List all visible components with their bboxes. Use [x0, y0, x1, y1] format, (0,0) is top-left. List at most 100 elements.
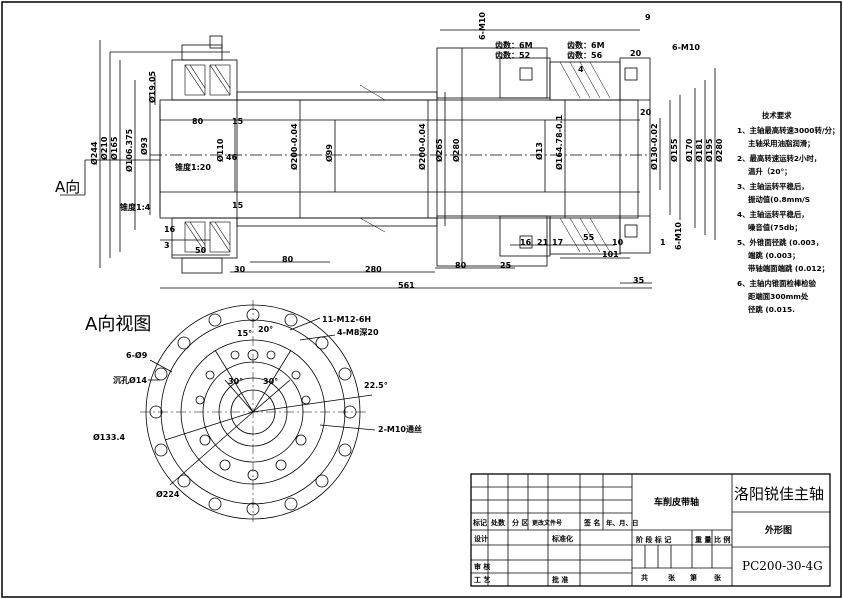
sheets-total-prefix: 共: [641, 573, 648, 582]
col-change-doc: 更改文件号: [532, 519, 562, 527]
side-view-labels: A向 锥度1:20 锥度1:4 齿数：6M 齿数：52 齿数：6M 齿数：56 …: [55, 12, 724, 290]
tech-req-line: 噪音值(75db；: [748, 223, 802, 233]
tech-req-line: 径跳 (0.015.: [748, 305, 795, 314]
a-view-circles: [140, 300, 376, 522]
tech-req-line: 带轴端面端跳 (0.012；: [748, 264, 829, 274]
len-80-top: 80: [192, 117, 204, 126]
len-15-a: 15: [232, 117, 244, 126]
thread-11m12-label: 11-M12-6H: [322, 315, 371, 324]
len-30: 30: [234, 265, 246, 274]
angle-15-label: 15°: [237, 329, 252, 338]
dia-280-a: Ø280: [451, 138, 461, 162]
len-16: 16: [164, 225, 176, 234]
tech-req-line: 2、最高转速运转2小时，: [737, 154, 821, 163]
review-label: 审 核: [474, 562, 490, 571]
dia-195: Ø195: [704, 138, 714, 162]
design-label: 设计: [474, 534, 488, 543]
stage-mark-label: 阶 段 标 记: [636, 535, 671, 544]
dia-165: Ø165: [109, 136, 119, 160]
len-3: 3: [164, 241, 170, 250]
a-view-labels: 15° 20° 11-M12-6H 4-M8深20 6-Ø9 沉孔Ø14 30°…: [93, 315, 422, 499]
len-25: 25: [500, 261, 512, 270]
dia-110: Ø110: [215, 138, 225, 162]
dim-46: 46: [226, 153, 238, 162]
col-mark: 标记: [472, 518, 487, 527]
thread-6m10-bottom: 6-M10: [674, 222, 683, 250]
company-name: 洛阳锐佳主轴: [734, 485, 824, 503]
dia-133-label: Ø133.4: [93, 432, 126, 442]
dia-99: Ø99: [324, 144, 334, 162]
a-view-title: A向视图: [85, 314, 151, 335]
sheet-no-suffix: 张: [714, 573, 722, 582]
dia-280-b: Ø280: [714, 138, 724, 162]
process-label: 工 艺: [474, 575, 490, 584]
angle-30-left: 30°: [228, 377, 243, 386]
dia-224-label: Ø224: [156, 489, 180, 499]
dia-170: Ø170: [684, 138, 694, 162]
len-16-b: 16: [520, 238, 532, 247]
dia-93: Ø93: [139, 137, 149, 155]
dia-265: Ø265: [434, 138, 444, 162]
len-10: 10: [612, 238, 624, 247]
technical-requirements: 技术要求 1、主轴最高转速3000转/分； 主轴采用油脂润滑； 2、最高转速运转…: [737, 111, 839, 314]
dia-130: Ø130-0.02: [649, 123, 659, 170]
thread-6m10-right: 6-M10: [672, 43, 700, 52]
gear1-teeth-module: 齿数：6M: [495, 40, 533, 50]
tech-req-line: 主轴采用油脂润滑；: [748, 139, 815, 149]
section-arrow-label: A向: [55, 178, 80, 196]
weight-label: 重 量: [695, 535, 711, 544]
len-20-b: 20: [640, 108, 652, 117]
scale-label: 比 例: [714, 535, 730, 544]
thread-6m10-top: 6-M10: [478, 12, 487, 40]
dia-244: Ø244: [89, 141, 99, 165]
dia-200-b: Ø200-0.04: [417, 123, 427, 170]
len-80-b: 80: [282, 255, 294, 264]
col-count: 处数: [490, 518, 506, 527]
len-80-c: 80: [455, 261, 467, 270]
taper-right-label: 锥度1:4: [120, 202, 151, 212]
len-280: 280: [365, 265, 382, 274]
len-50: 50: [195, 246, 207, 255]
tech-req-line: 振动值(0.8mm/S: [748, 195, 810, 204]
tech-req-line: 5、外锥面径跳 (0.003，: [737, 238, 823, 247]
thread-4m8-label: 4-M8深20: [337, 327, 379, 337]
col-date: 年、月、日: [606, 518, 639, 527]
dia-19: Ø19.05: [147, 70, 157, 103]
title-block-text: 车削皮带轴 洛阳锐佳主轴 外形图 PC200-30-4G 标记 处数 分 区 更…: [472, 485, 824, 584]
holes-6d9-label: 6-Ø9: [126, 350, 148, 360]
col-signature: 签 名: [583, 518, 600, 527]
gear2-teeth-module: 齿数：6M: [567, 40, 605, 50]
tech-req-line: 4、主轴运转平稳后，: [737, 210, 809, 219]
len-101: 101: [602, 250, 619, 259]
dia-181: Ø181: [694, 138, 704, 162]
tech-req-line: 温升（20°；: [747, 167, 792, 177]
tech-req-line: 距端面300mm处: [748, 292, 809, 301]
len-17: 17: [552, 238, 563, 247]
dia-13: Ø13: [534, 142, 544, 160]
part-name: 车削皮带轴: [654, 496, 699, 508]
len-55: 55: [583, 233, 595, 242]
angle-30-right: 30°: [263, 377, 278, 386]
approve-label: 批 准: [552, 575, 568, 584]
spindle-section-view: [60, 29, 716, 289]
dia-106: Ø106.375: [124, 128, 134, 172]
tech-req-title: 技术要求: [762, 111, 792, 120]
angle-22-5-label: 22.5°: [364, 381, 388, 390]
dia-200-a: Ø200-0.04: [289, 123, 299, 170]
len-21: 21: [537, 238, 549, 247]
len-35: 35: [633, 276, 645, 285]
standard-label: 标准化: [551, 534, 573, 543]
gear1-teeth-count: 齿数：52: [495, 50, 530, 60]
dia-155: Ø155: [669, 138, 679, 162]
len-9: 9: [645, 13, 651, 22]
counterbore-label: 沉孔Ø14: [113, 375, 147, 385]
len-15-b: 15: [232, 201, 244, 210]
tech-req-line: 1、主轴最高转速3000转/分；: [737, 126, 839, 136]
len-1: 1: [660, 238, 666, 247]
len-561: 561: [398, 281, 415, 290]
title-block: [470, 473, 831, 587]
dim-4: 4: [578, 65, 584, 74]
sheets-total-suffix: 张: [668, 573, 676, 582]
dia-164: Ø164.78-0.1: [554, 114, 564, 170]
